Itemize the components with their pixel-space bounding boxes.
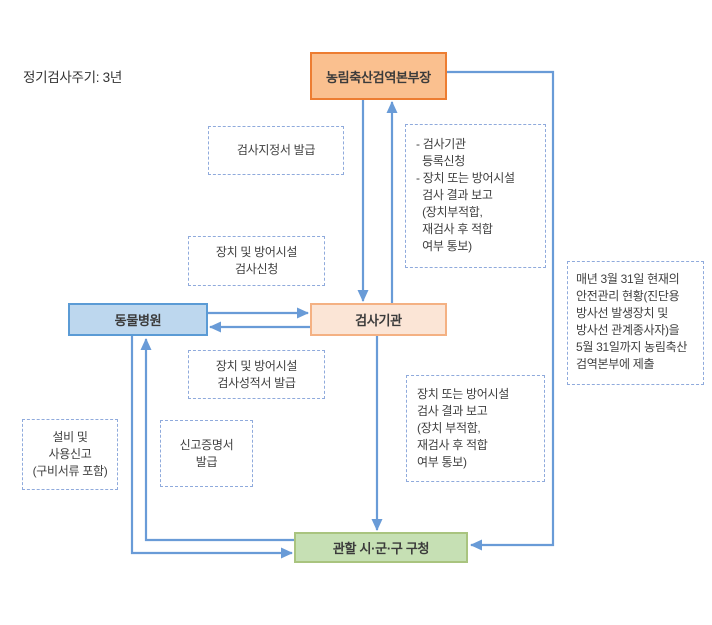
label-box-inspection-apply: 장치 및 방어시설 검사신청 [188,236,325,286]
node-animal-hospital: 동물병원 [68,303,208,336]
label-box-inspection-certificate: 장치 및 방어시설 검사성적서 발급 [188,350,325,399]
node-inspection-agency: 검사기관 [310,303,447,336]
inspection-cycle-note: 정기검사주기: 3년 [23,70,122,85]
label-box-notice-certificate: 신고증명서 발급 [160,420,253,487]
label-box-result-report: 장치 또는 방어시설 검사 결과 보고 (장치 부적함, 재검사 후 적합 여부… [406,375,545,482]
node-quarantine-hq: 농림축산검역본부장 [310,52,447,100]
node-district-office: 관할 시·군·구 구청 [294,532,468,563]
label-box-facility-usage-report: 설비 및 사용신고 (구비서류 포함) [22,419,118,490]
label-box-registration-report: - 검사기관 등록신청 - 장치 또는 방어시설 검사 결과 보고 (장치부적합… [405,124,546,268]
label-box-annual-safety-report: 매년 3월 31일 현재의 안전관리 현황(진단용 방사선 발생장치 및 방사선… [567,261,704,385]
label-box-designation-issue: 검사지정서 발급 [208,126,344,175]
